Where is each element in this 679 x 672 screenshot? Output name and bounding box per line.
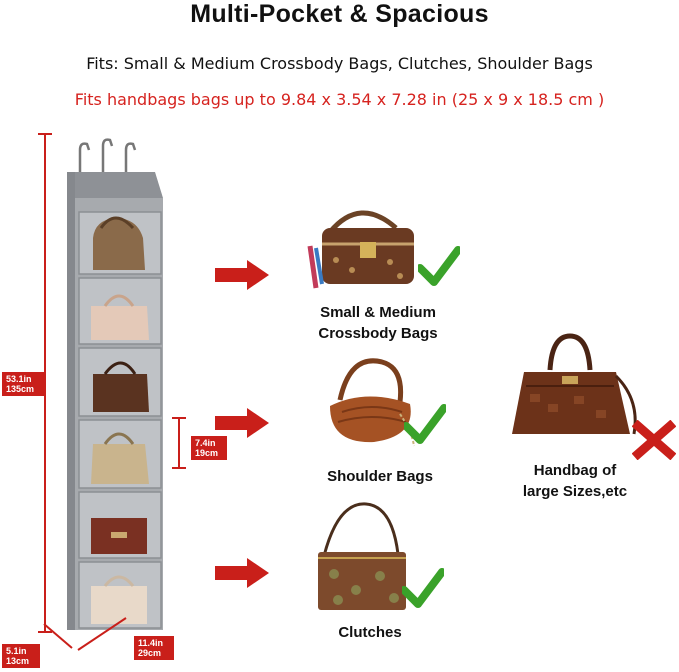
width-dimension-line [76, 614, 130, 654]
check-icon [418, 246, 460, 286]
pocket-dimension-line [178, 418, 180, 468]
height-dimension-line [44, 134, 46, 632]
width-cm: 29cm [138, 648, 162, 658]
check-icon [402, 568, 444, 608]
pocket-dimension-cap-bottom [172, 467, 186, 469]
pocket-inches: 7.4in [195, 438, 216, 448]
arrow-right-icon [215, 558, 271, 588]
large-handbag-label-line2: large Sizes,etc [522, 483, 628, 500]
x-mark-icon [632, 420, 676, 460]
hanging-organizer-image [55, 138, 185, 638]
depth-dimension-line [40, 622, 80, 652]
crossbody-label-line1: Small & Medium [320, 304, 436, 321]
crossbody-bag-image [300, 198, 430, 293]
pocket-dimension-cap-top [172, 417, 186, 419]
height-dimension-cap-bottom [38, 631, 52, 633]
crossbody-label-line2: Crossbody Bags [318, 325, 438, 342]
page-title: Multi-Pocket & Spacious [190, 0, 489, 28]
arrow-right-icon [215, 408, 271, 438]
depth-cm: 13cm [6, 656, 30, 666]
large-handbag-image [504, 330, 644, 442]
clutch-label: Clutches [338, 624, 402, 641]
width-inches: 11.4in [138, 638, 164, 648]
height-dimension-label: 53.1in 135cm [2, 372, 44, 396]
large-handbag-label-line1: Handbag of [533, 462, 617, 479]
fits-description: Fits: Small & Medium Crossbody Bags, Clu… [86, 54, 593, 73]
width-dimension-label: 11.4in 29cm [134, 636, 174, 660]
arrow-right-icon [215, 260, 271, 290]
pocket-cm: 19cm [195, 448, 219, 458]
depth-inches: 5.1in [6, 646, 27, 656]
shoulder-bag-image [316, 352, 426, 452]
shoulder-bag-label: Shoulder Bags [327, 468, 433, 485]
size-limit-description: Fits handbags bags up to 9.84 x 3.54 x 7… [74, 90, 605, 109]
crossbody-label: Small & Medium Crossbody Bags [288, 302, 468, 344]
check-icon [404, 404, 446, 444]
clutch-image [304, 498, 414, 616]
height-dimension-cap-top [38, 133, 52, 135]
large-handbag-label: Handbag of large Sizes,etc [500, 460, 650, 502]
depth-dimension-label: 5.1in 13cm [2, 644, 40, 668]
height-inches: 53.1in [6, 374, 32, 384]
pocket-dimension-label: 7.4in 19cm [191, 436, 227, 460]
height-cm: 135cm [6, 384, 35, 394]
